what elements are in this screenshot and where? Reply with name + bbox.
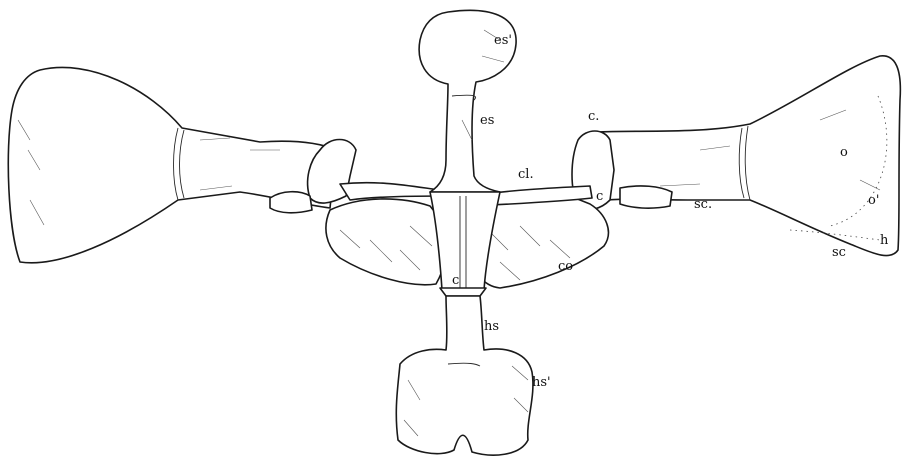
label-sc-prime: sc bbox=[832, 245, 846, 260]
label-hs-prime: hs' bbox=[532, 375, 551, 390]
label-o-prime: o' bbox=[868, 193, 879, 208]
label-sc: sc. bbox=[694, 197, 712, 212]
label-c-top: c. bbox=[588, 109, 599, 124]
label-c-right: c bbox=[596, 189, 603, 204]
label-o: o bbox=[840, 145, 848, 160]
right-scapula bbox=[594, 56, 900, 256]
label-cl: cl. bbox=[518, 167, 534, 182]
label-hs: hs bbox=[484, 319, 499, 334]
label-co: co bbox=[558, 259, 573, 274]
label-es: es bbox=[480, 113, 494, 128]
hyposternum bbox=[396, 296, 533, 455]
label-es-prime: es' bbox=[494, 33, 512, 48]
label-h: h bbox=[880, 233, 889, 248]
left-scapula bbox=[8, 67, 336, 262]
label-c-center: c bbox=[452, 273, 459, 288]
